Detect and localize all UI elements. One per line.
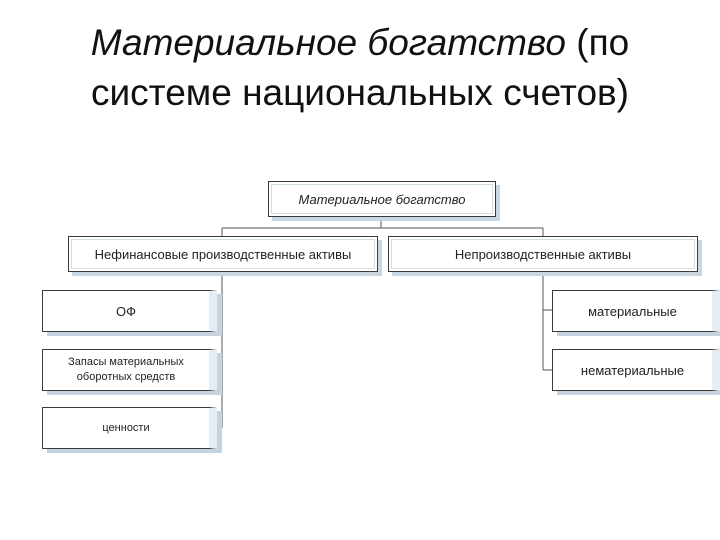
- node-nonproduced-assets: Непроизводственные активы: [388, 236, 698, 272]
- slide-title-italic: Материальное богатство: [90, 22, 567, 63]
- node-valuables: ценности: [42, 407, 217, 449]
- node-tangible-label: материальные: [588, 303, 677, 319]
- node-inventories-label: Запасы материальных оборотных средств: [68, 356, 184, 383]
- slide-title: Материальное богатство (по системе нацио…: [20, 18, 700, 118]
- node-inventories: Запасы материальных оборотных средств: [42, 349, 217, 391]
- node-root: Материальное богатство: [268, 181, 496, 217]
- node-nonfinancial-produced-assets-label: Нефинансовые производственные активы: [94, 246, 352, 262]
- node-nonproduced-assets-label: Непроизводственные активы: [454, 246, 632, 262]
- node-root-label: Материальное богатство: [298, 191, 466, 207]
- node-tangible: материальные: [552, 290, 720, 332]
- node-fixed-assets: ОФ: [42, 290, 217, 332]
- slide-title-regular: (по системе национальных счетов): [91, 22, 630, 113]
- node-intangible-label: нематериальные: [580, 362, 685, 378]
- node-valuables-label: ценности: [102, 421, 150, 434]
- node-nonfinancial-produced-assets: Нефинансовые производственные активы: [68, 236, 378, 272]
- node-fixed-assets-label: ОФ: [116, 303, 136, 319]
- node-intangible: нематериальные: [552, 349, 720, 391]
